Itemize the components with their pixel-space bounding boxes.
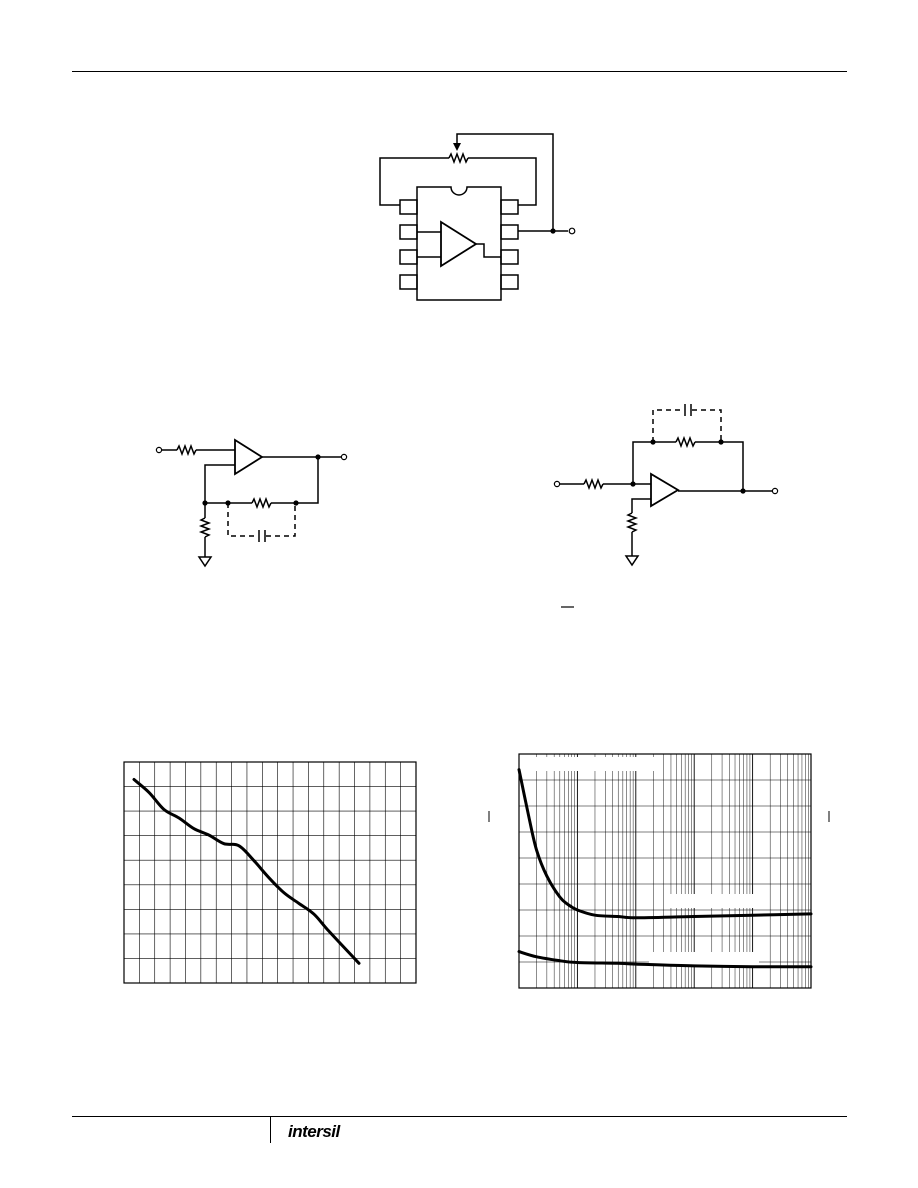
- upper-curve-label-panel: [669, 894, 761, 908]
- output-terminal: [568, 227, 576, 235]
- header-rule: [72, 71, 847, 72]
- feedback-resistor: [675, 435, 696, 449]
- series-line-1: [517, 950, 813, 969]
- plot-frame: [518, 753, 812, 989]
- feedback-capacitor-optional: [652, 409, 722, 442]
- title-panel: [533, 757, 661, 771]
- null-potentiometer: [448, 151, 469, 165]
- footer-rule: [72, 1116, 847, 1117]
- ground-symbol: [197, 556, 213, 568]
- op-amp-symbol: [650, 472, 680, 508]
- ground-symbol: [624, 555, 640, 567]
- series-line-0: [132, 778, 361, 965]
- footer-divider: [270, 1117, 271, 1143]
- output-terminal: [340, 453, 348, 461]
- feedback-capacitor-optional: [227, 503, 296, 537]
- output-terminal: [771, 487, 779, 495]
- ground-resistor: [198, 517, 212, 538]
- op-amp-symbol: [440, 220, 478, 268]
- feedback-resistor: [251, 496, 272, 510]
- ground-resistor: [625, 512, 639, 533]
- input-resistor: [176, 443, 197, 457]
- intersil-logo: intersil: [288, 1122, 340, 1141]
- lower-curve-label-panel: [649, 952, 759, 966]
- dip-package: [416, 186, 502, 301]
- op-amp-symbol: [234, 438, 264, 476]
- plot-frame: [123, 761, 417, 984]
- series-line-0: [517, 768, 813, 920]
- input-resistor: [583, 477, 604, 491]
- wiper-arrow: [453, 143, 461, 151]
